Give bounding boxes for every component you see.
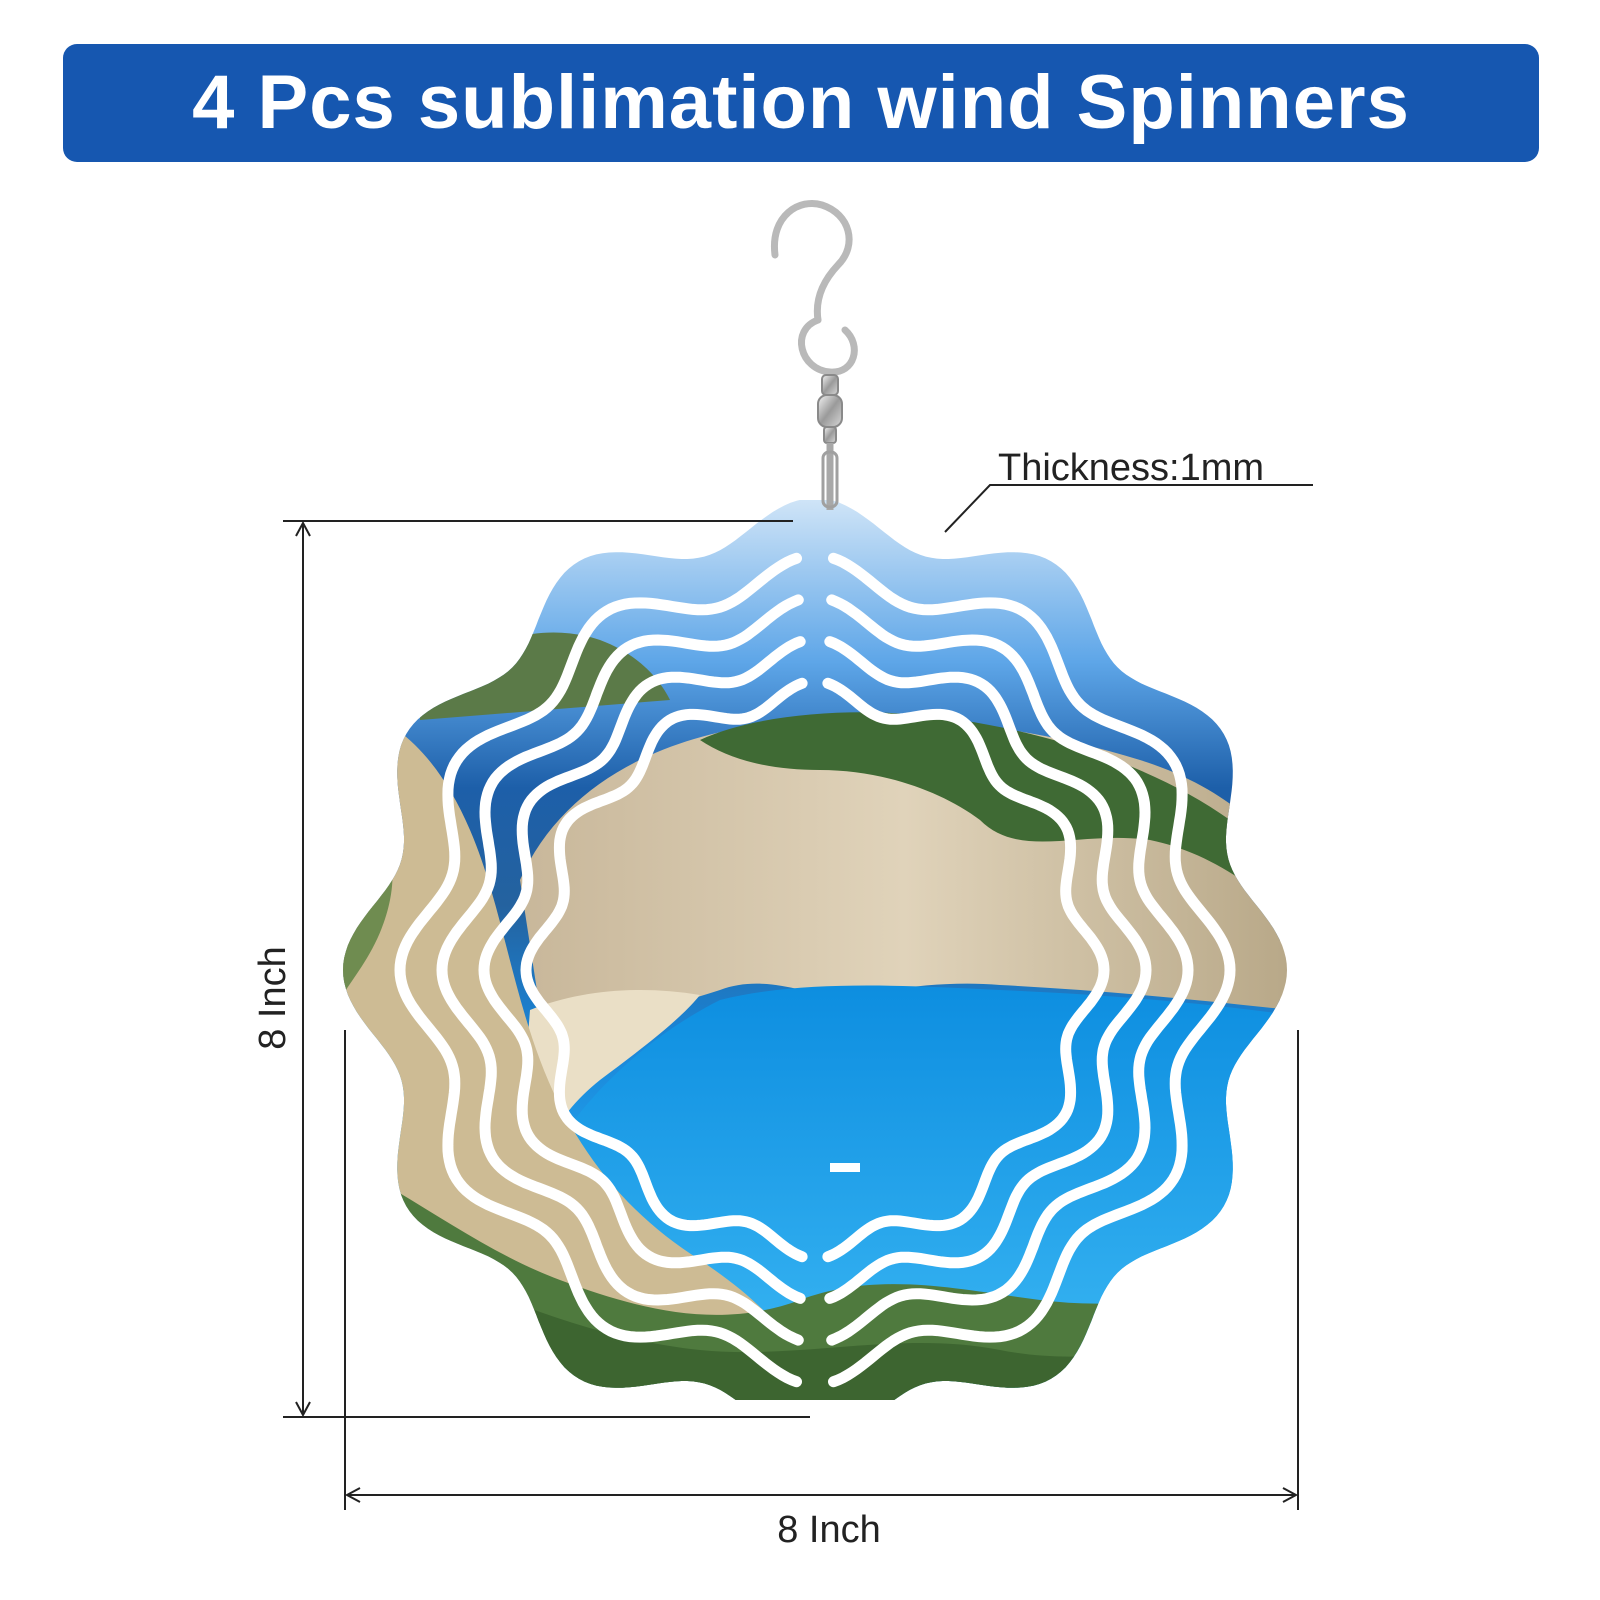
height-label: 8 Inch <box>252 946 294 1050</box>
swivel-icon <box>817 374 843 510</box>
title-text: 4 Pcs sublimation wind Spinners <box>192 60 1410 145</box>
spinner-slot <box>520 677 808 1263</box>
spinner-slot <box>824 636 1152 1304</box>
spinner-slot <box>826 594 1194 1346</box>
width-label: 8 Inch <box>777 1509 881 1551</box>
title-banner: 4 Pcs sublimation wind Spinners <box>63 44 1539 162</box>
spinner-slot <box>394 552 802 1388</box>
spinner-slot <box>822 677 1110 1263</box>
dimension-lines <box>283 484 1313 1510</box>
spinner-slot <box>828 552 1236 1388</box>
thickness-label: Thickness:1mm <box>998 447 1264 489</box>
spinner-slot <box>478 636 806 1304</box>
spinner-disc <box>343 500 1287 1400</box>
s-hook-icon <box>771 200 858 376</box>
spinner-slot <box>436 594 804 1346</box>
